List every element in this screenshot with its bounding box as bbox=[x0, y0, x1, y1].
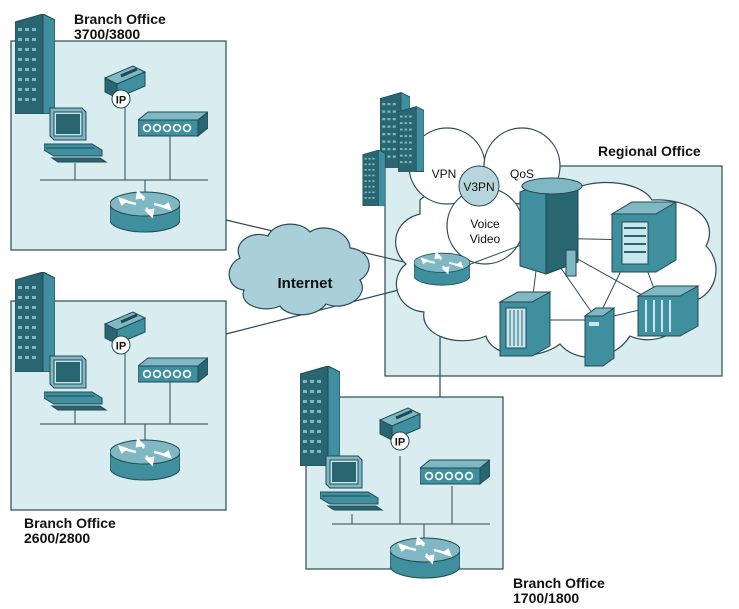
regional-router-icon bbox=[414, 252, 470, 287]
site-name: Branch Office bbox=[24, 515, 116, 531]
switch-icon bbox=[420, 459, 490, 485]
site-model: 1700/1800 bbox=[513, 590, 580, 606]
internet-cloud bbox=[228, 223, 370, 316]
v3pn-label: V3PN bbox=[463, 180, 494, 194]
regional-building-icon-3 bbox=[362, 150, 386, 206]
router-icon bbox=[110, 438, 180, 482]
storage-array-icon bbox=[498, 291, 552, 357]
site-model: 3700/3800 bbox=[74, 26, 141, 42]
server-tower-icon bbox=[610, 201, 678, 273]
vpn-label: VPN bbox=[432, 167, 457, 181]
router-icon bbox=[110, 190, 180, 234]
ip-badge-label: IP bbox=[116, 95, 126, 107]
voice-label: Voice bbox=[470, 217, 500, 231]
ip-badge-label: IP bbox=[395, 437, 405, 449]
qos-label: QoS bbox=[510, 167, 534, 181]
site-model: 2600/2800 bbox=[24, 530, 91, 546]
switch-icon bbox=[138, 111, 208, 137]
mainframe-icon bbox=[519, 177, 583, 277]
ip-badge-icon bbox=[111, 335, 131, 355]
site-name: Branch Office bbox=[513, 575, 605, 591]
ip-badge-label: IP bbox=[116, 341, 126, 353]
branch-office-2600-label: Branch Office 2600/2800 bbox=[24, 516, 116, 546]
video-label: Video bbox=[470, 232, 501, 246]
site-name: Branch Office bbox=[74, 11, 166, 27]
regional-building-icon-2 bbox=[398, 106, 424, 172]
router-icon bbox=[390, 536, 460, 580]
branch-office-1700-label: Branch Office 1700/1800 bbox=[513, 576, 605, 606]
branch-office-3700-label: Branch Office 3700/3800 bbox=[74, 12, 166, 42]
v3pn-center bbox=[458, 165, 500, 207]
service-bubbles: VPN QoS V3PN Voice Video bbox=[408, 127, 561, 265]
site-name: Regional Office bbox=[598, 143, 701, 159]
ip-badge-icon bbox=[111, 89, 131, 109]
building-icon bbox=[15, 14, 55, 114]
branch-1700-lan bbox=[332, 456, 490, 540]
internet-label: Internet bbox=[277, 275, 332, 292]
switch-icon bbox=[138, 357, 208, 383]
rack-server-icon bbox=[636, 285, 700, 337]
ip-badge-icon bbox=[390, 431, 410, 451]
regional-office-label: Regional Office bbox=[598, 144, 701, 159]
file-server-icon bbox=[583, 307, 616, 367]
building-icon bbox=[300, 366, 340, 466]
building-icon bbox=[15, 272, 55, 372]
branch-2600-lan bbox=[40, 352, 208, 440]
